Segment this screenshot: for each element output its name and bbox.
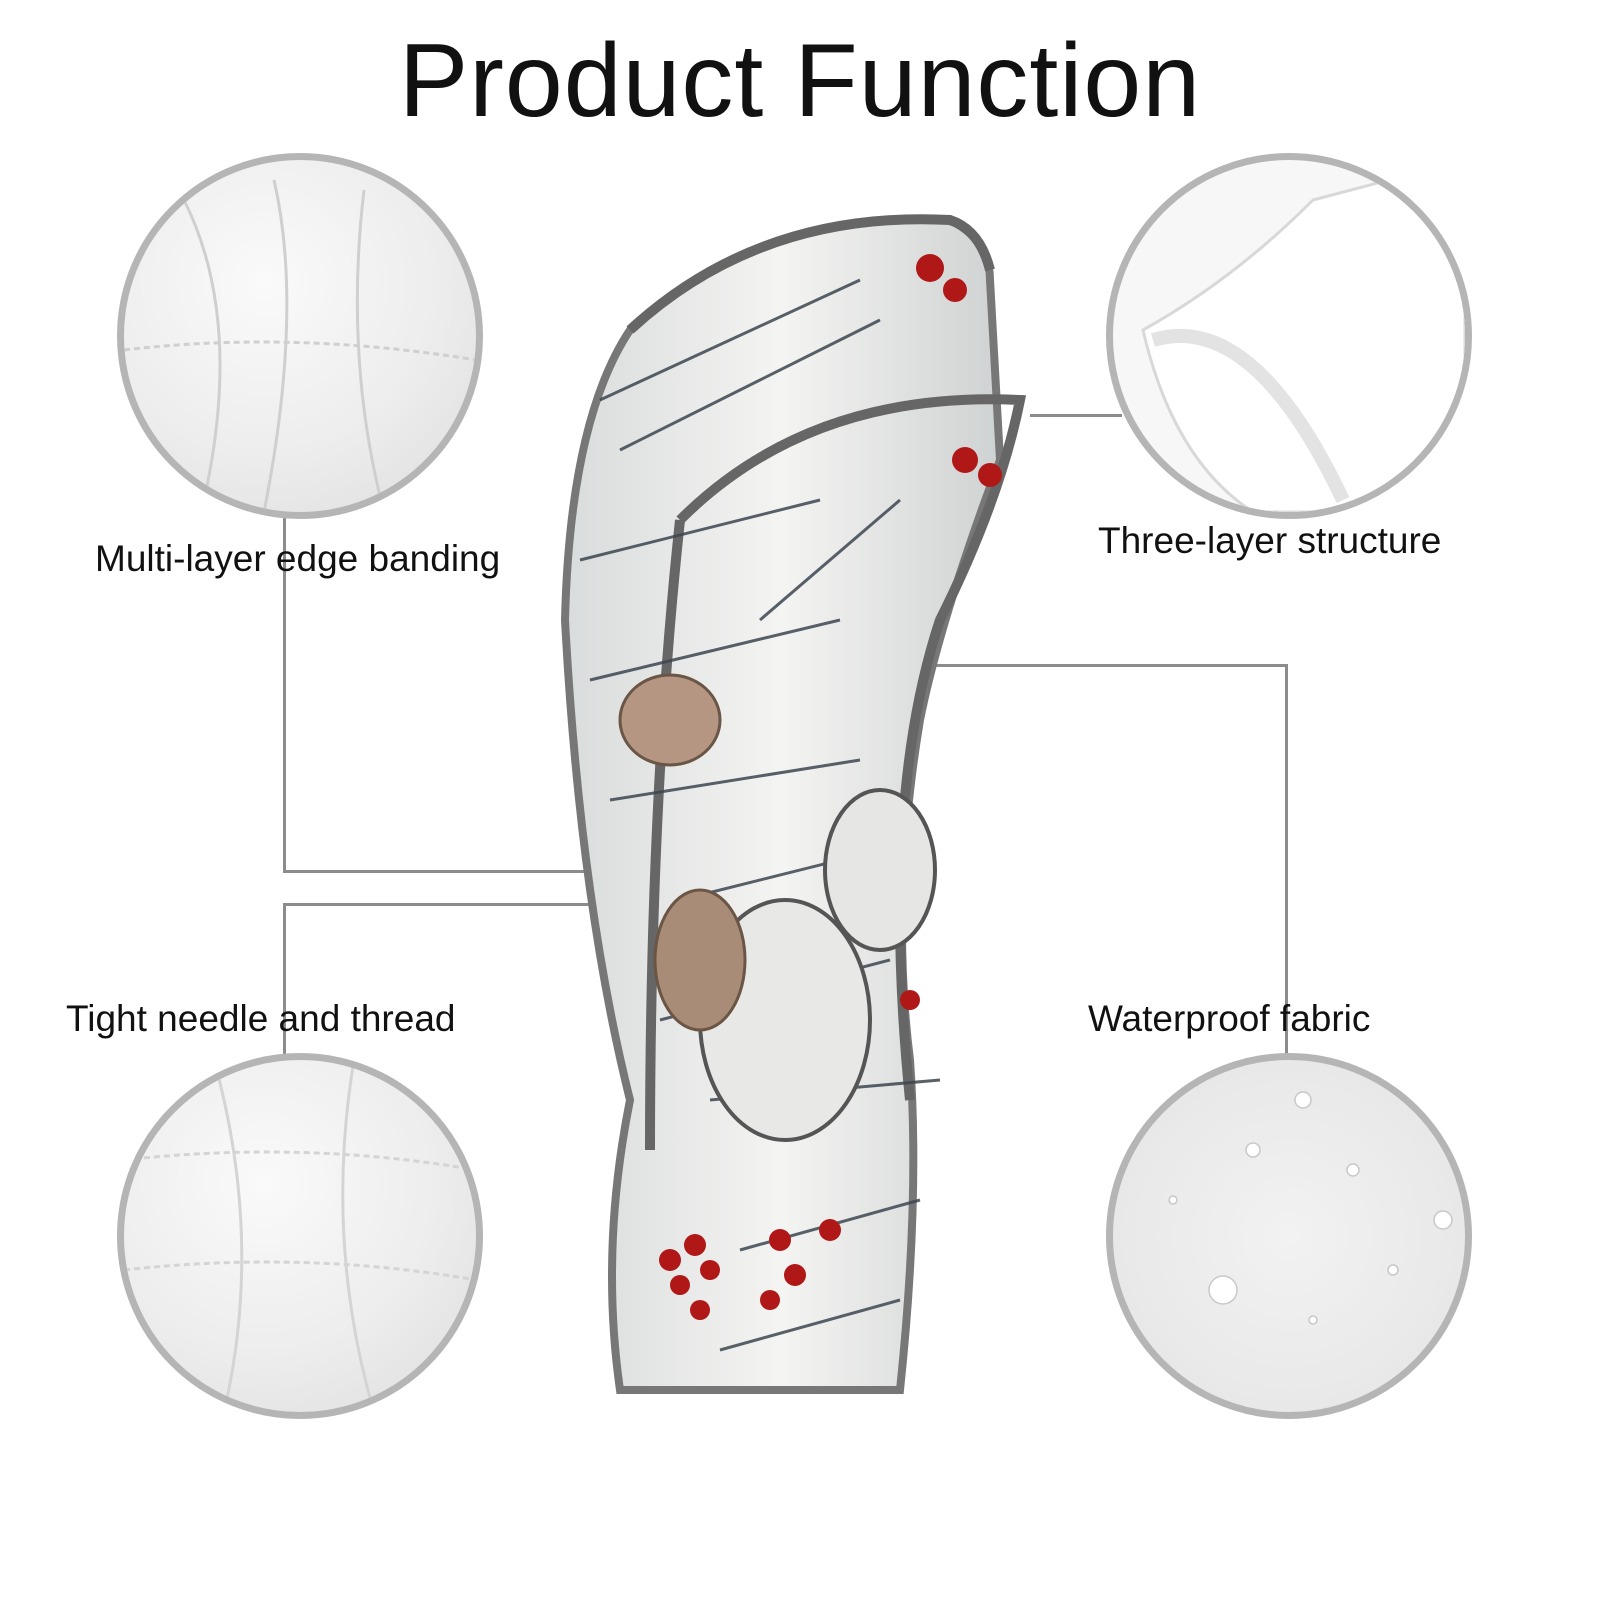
berries-icon <box>659 254 1002 1320</box>
stitching-closeup-image <box>117 1053 483 1419</box>
connector-line <box>1285 664 1288 1055</box>
feature-label-three-layer: Three-layer structure <box>1098 520 1442 561</box>
water-droplets-closeup-image <box>1106 1053 1472 1419</box>
connector-line <box>900 664 1288 667</box>
edge-banding-closeup-image <box>117 153 483 519</box>
page-title: Product Function <box>398 23 1202 139</box>
connector-line <box>283 903 595 906</box>
connector-line <box>283 512 286 873</box>
connector-line <box>283 903 286 1055</box>
headcover-product-image <box>560 214 1027 1394</box>
feature-label-stitching: Tight needle and thread <box>66 998 456 1039</box>
connector-line <box>283 870 595 873</box>
connector-line <box>1030 414 1122 417</box>
pine-cone-icon <box>618 673 937 1142</box>
layer-structure-closeup-image <box>1106 153 1472 519</box>
feature-label-waterproof: Waterproof fabric <box>1088 998 1371 1039</box>
feature-label-edge-banding: Multi-layer edge banding <box>95 538 501 579</box>
